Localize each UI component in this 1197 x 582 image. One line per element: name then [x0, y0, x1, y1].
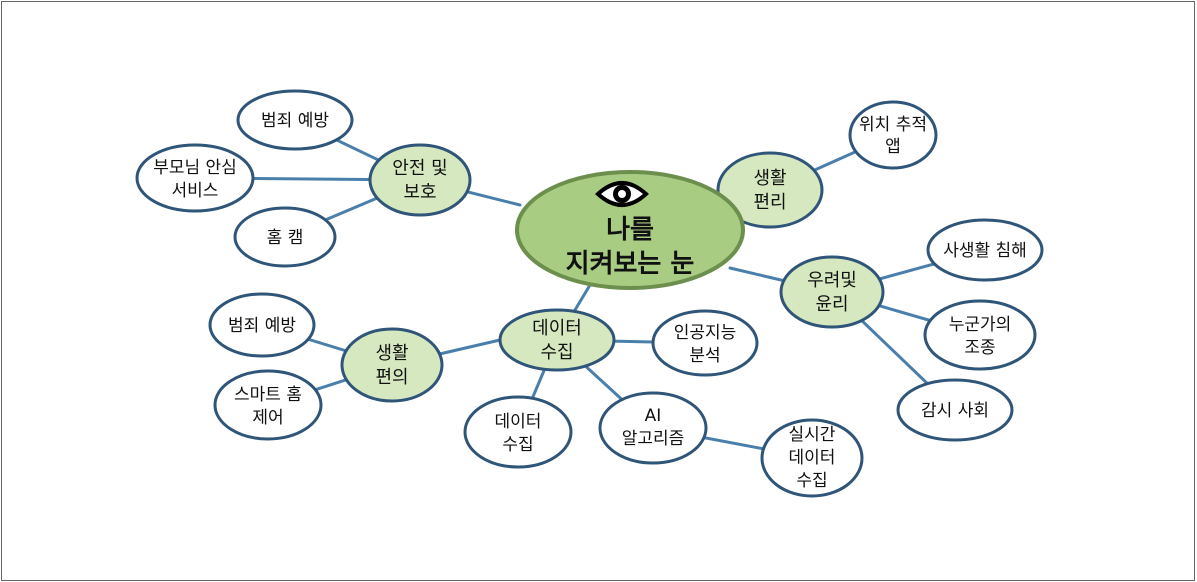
- category-safety: 안전 및 보호: [368, 143, 472, 217]
- leaf-privacy: 사생활 침해: [926, 218, 1044, 282]
- category-label: 보호: [403, 182, 436, 203]
- category-label: 안전 및: [392, 158, 447, 179]
- category-living-comfort: 생활 편의: [340, 327, 444, 403]
- leaf-label: 데이터: [495, 412, 542, 432]
- leaf-crime-prevention-top: 범죄 예방: [236, 89, 354, 151]
- leaf-label: AI: [645, 406, 662, 426]
- leaf-crime-prevention-bottom: 범죄 예방: [208, 292, 316, 358]
- category-label: 우려및: [807, 270, 857, 291]
- leaf-label: 인공지능: [674, 323, 737, 343]
- leaf-ai-algorithm: AI 알고리즘: [598, 391, 708, 465]
- leaf-label: 실시간: [789, 425, 836, 445]
- category-living-convenience: 생활 편리: [716, 151, 824, 229]
- leaf-label: 제어: [252, 408, 283, 428]
- category-label: 생활: [753, 168, 786, 189]
- leaf-label: 스마트 홈: [234, 385, 302, 405]
- leaf-label: 서비스: [172, 181, 219, 201]
- leaf-label: 범죄 예방: [261, 111, 329, 131]
- category-data-collection: 데이터 수집: [498, 308, 616, 372]
- leaf-label: 데이터: [789, 448, 836, 468]
- leaf-label: 앱: [885, 137, 901, 157]
- category-label: 수집: [540, 342, 573, 363]
- leaf-label: 홈 캠: [267, 228, 304, 248]
- leaf-label: 수집: [796, 471, 827, 491]
- leaf-ai-analysis: 인공지능 분석: [651, 309, 759, 377]
- category-label: 편의: [375, 367, 408, 388]
- category-label: 데이터: [532, 318, 582, 339]
- leaf-surveillance: 감시 사회: [896, 378, 1014, 442]
- leaf-location-app: 위치 추적 앱: [848, 100, 938, 170]
- leaf-label: 위치 추적: [859, 115, 927, 135]
- leaf-label: 조종: [964, 338, 995, 358]
- leaf-label: 분석: [689, 346, 720, 366]
- leaf-label: 알고리즘: [622, 429, 685, 449]
- center-title-line1: 나를: [606, 215, 654, 245]
- leaf-manipulation: 누군가의 조종: [923, 299, 1037, 371]
- leaf-label: 사생활 침해: [943, 241, 1027, 261]
- category-label: 윤리: [815, 294, 848, 315]
- leaf-label: 누군가의: [949, 315, 1012, 335]
- leaf-label: 수집: [502, 435, 533, 455]
- center-node: 나를 지켜보는 눈: [515, 170, 745, 290]
- leaf-label: 감시 사회: [921, 401, 989, 421]
- leaf-smart-home: 스마트 홈 제어: [213, 369, 323, 441]
- leaf-data-collection: 데이터 수집: [463, 395, 573, 469]
- category-label: 생활: [375, 343, 408, 364]
- category-label: 편리: [753, 192, 786, 213]
- leaf-parents-service: 부모님 안심 서비스: [135, 143, 255, 213]
- category-concerns: 우려및 윤리: [779, 255, 885, 329]
- leaf-realtime-data: 실시간 데이터 수집: [760, 418, 864, 498]
- leaf-label: 범죄 예방: [228, 316, 296, 336]
- leaf-label: 부모님 안심: [153, 158, 237, 178]
- eye-icon: [595, 181, 649, 207]
- leaf-home-cam: 홈 캠: [233, 206, 337, 268]
- center-title-line2: 지켜보는 눈: [566, 249, 695, 279]
